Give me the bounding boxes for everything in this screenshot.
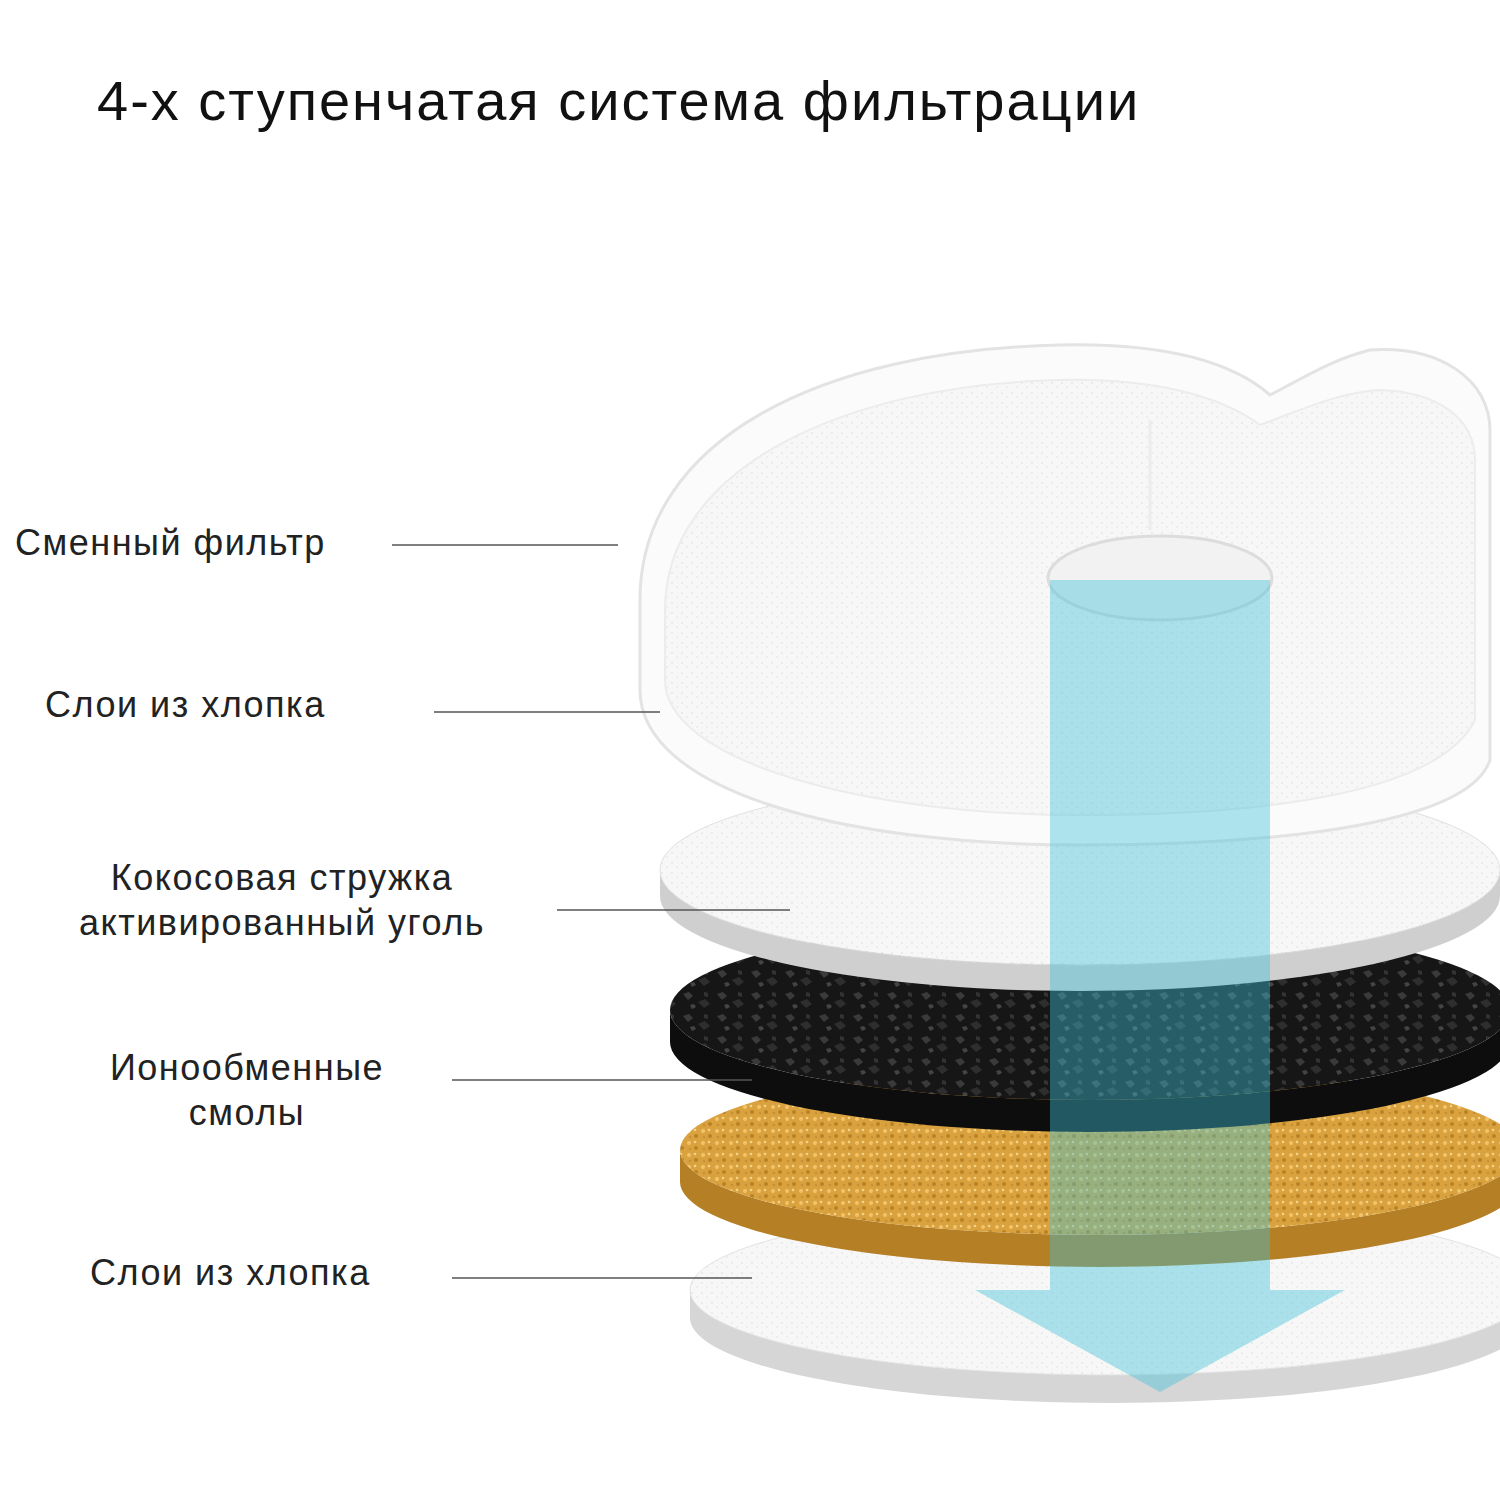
leader-line	[557, 909, 790, 911]
leader-line	[452, 1079, 752, 1081]
label-slot: Ионообменные смолы	[67, 1045, 427, 1135]
label-slot: Слои из хлопка	[90, 1250, 445, 1295]
part-label: Кокосовая стружка активированный уголь	[32, 855, 532, 945]
flow-arrow-shape	[975, 580, 1345, 1392]
label-slot: Кокосовая стружка активированный уголь	[32, 855, 532, 945]
label-slot: Сменный фильтр	[15, 520, 385, 565]
part-label: Ионообменные смолы	[67, 1045, 427, 1135]
leader-line	[452, 1277, 752, 1279]
part-label: Слои из хлопка	[45, 682, 425, 727]
leader-line	[434, 711, 660, 713]
filter-rib	[1149, 420, 1152, 530]
part-label: Сменный фильтр	[15, 520, 385, 565]
leader-line	[392, 544, 618, 546]
label-slot: Слои из хлопка	[45, 682, 425, 727]
title-slot: 4-х ступенчатая система фильтрации	[97, 68, 1140, 133]
diagram-title: 4-х ступенчатая система фильтрации	[97, 68, 1140, 133]
part-label: Слои из хлопка	[90, 1250, 445, 1295]
flow-arrow	[975, 580, 1345, 1392]
